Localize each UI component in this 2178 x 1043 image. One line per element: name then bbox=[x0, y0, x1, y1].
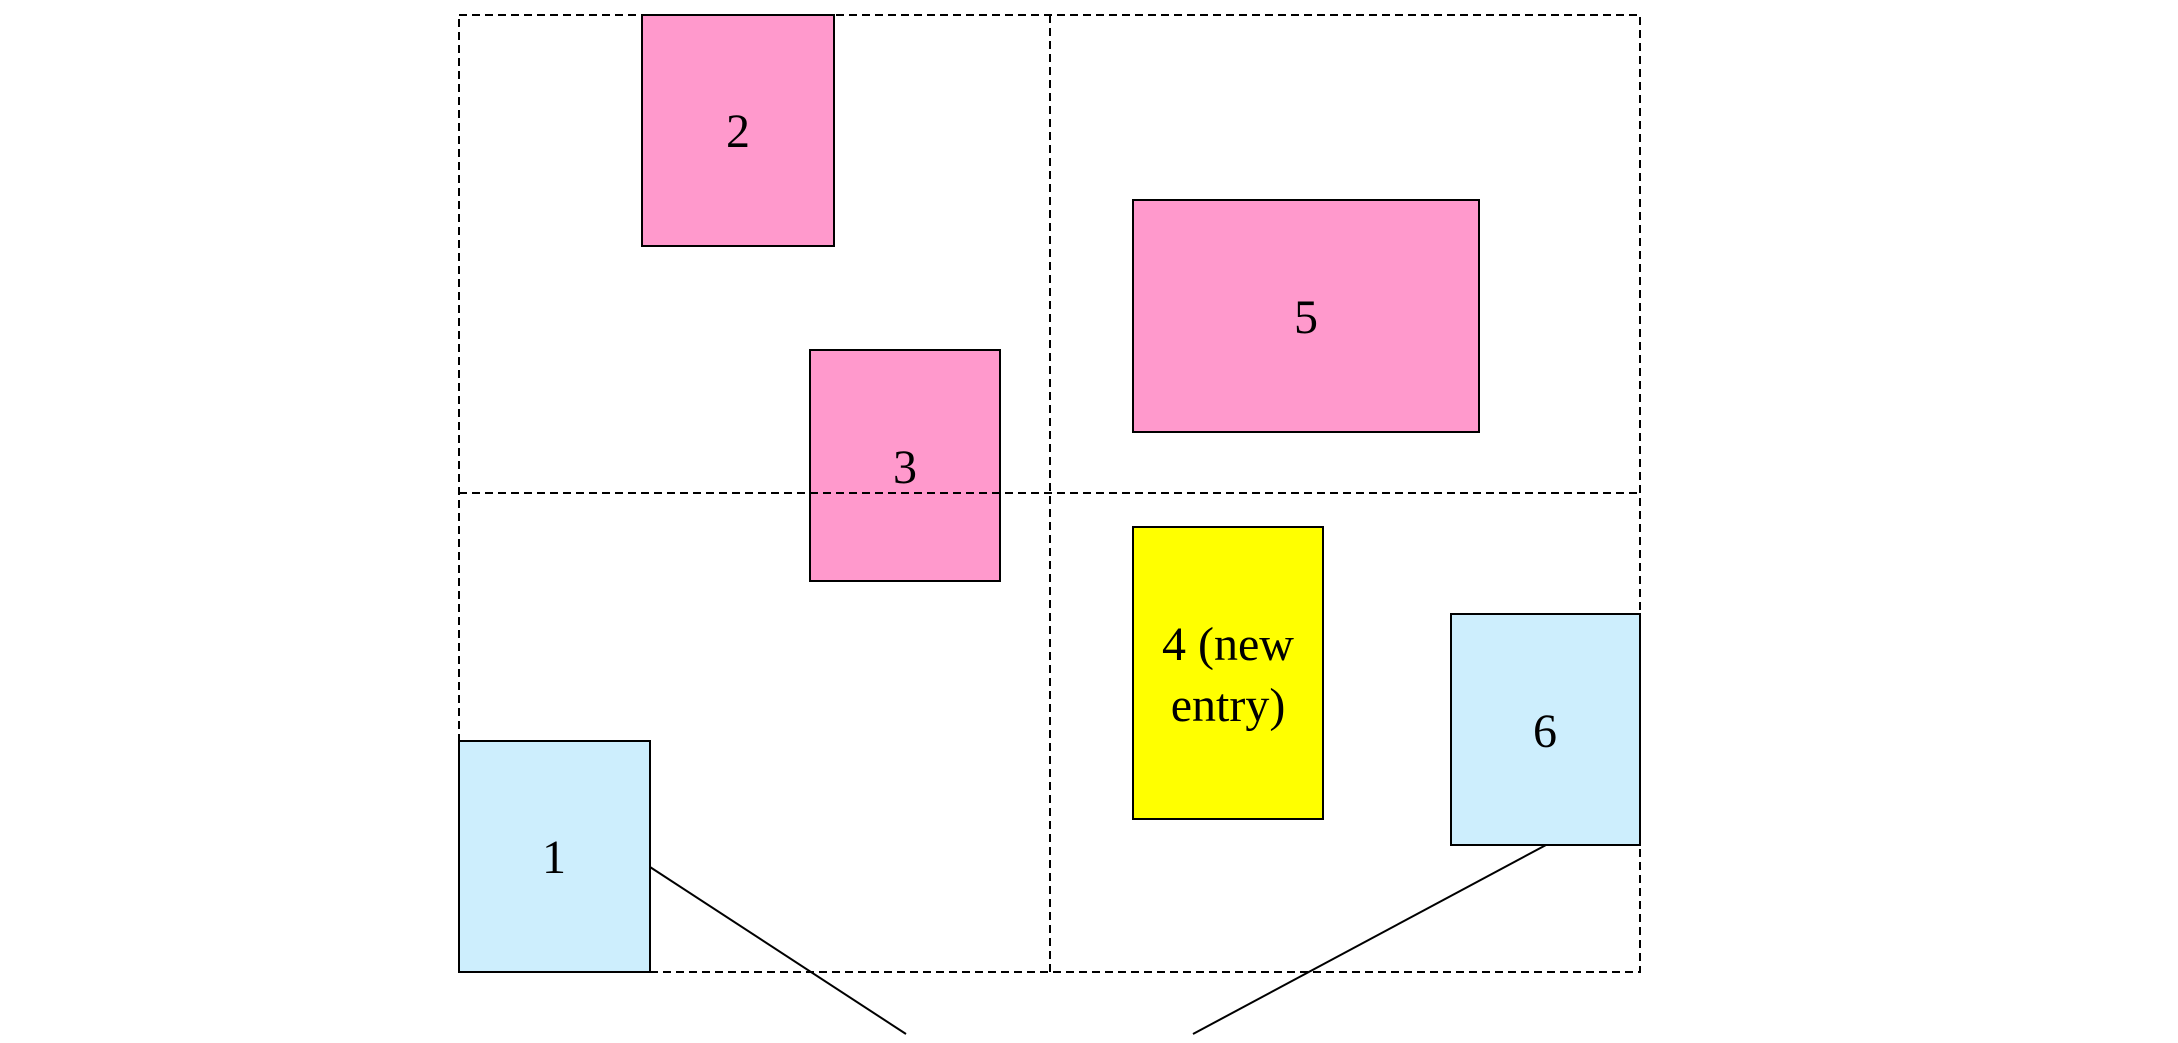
box-5: 5 bbox=[1132, 199, 1480, 433]
box-1-label: 1 bbox=[542, 831, 566, 884]
box-1: 1 bbox=[458, 740, 651, 973]
box-2-label: 2 bbox=[726, 105, 750, 158]
connector-line-box-1 bbox=[649, 866, 907, 1035]
box-4-label-line2: entry) bbox=[1171, 679, 1286, 732]
box-2: 2 bbox=[641, 14, 835, 247]
box-3: 3 bbox=[809, 349, 1001, 582]
box-6-label: 6 bbox=[1533, 705, 1557, 758]
connector-line-box-6 bbox=[1192, 844, 1547, 1035]
box-4-new-entry: 4 (new entry) bbox=[1132, 526, 1324, 820]
box-3-label: 3 bbox=[893, 441, 917, 494]
box-6: 6 bbox=[1450, 613, 1641, 846]
box-4-label-line1: 4 (new bbox=[1162, 618, 1294, 671]
box-5-label: 5 bbox=[1294, 291, 1318, 344]
